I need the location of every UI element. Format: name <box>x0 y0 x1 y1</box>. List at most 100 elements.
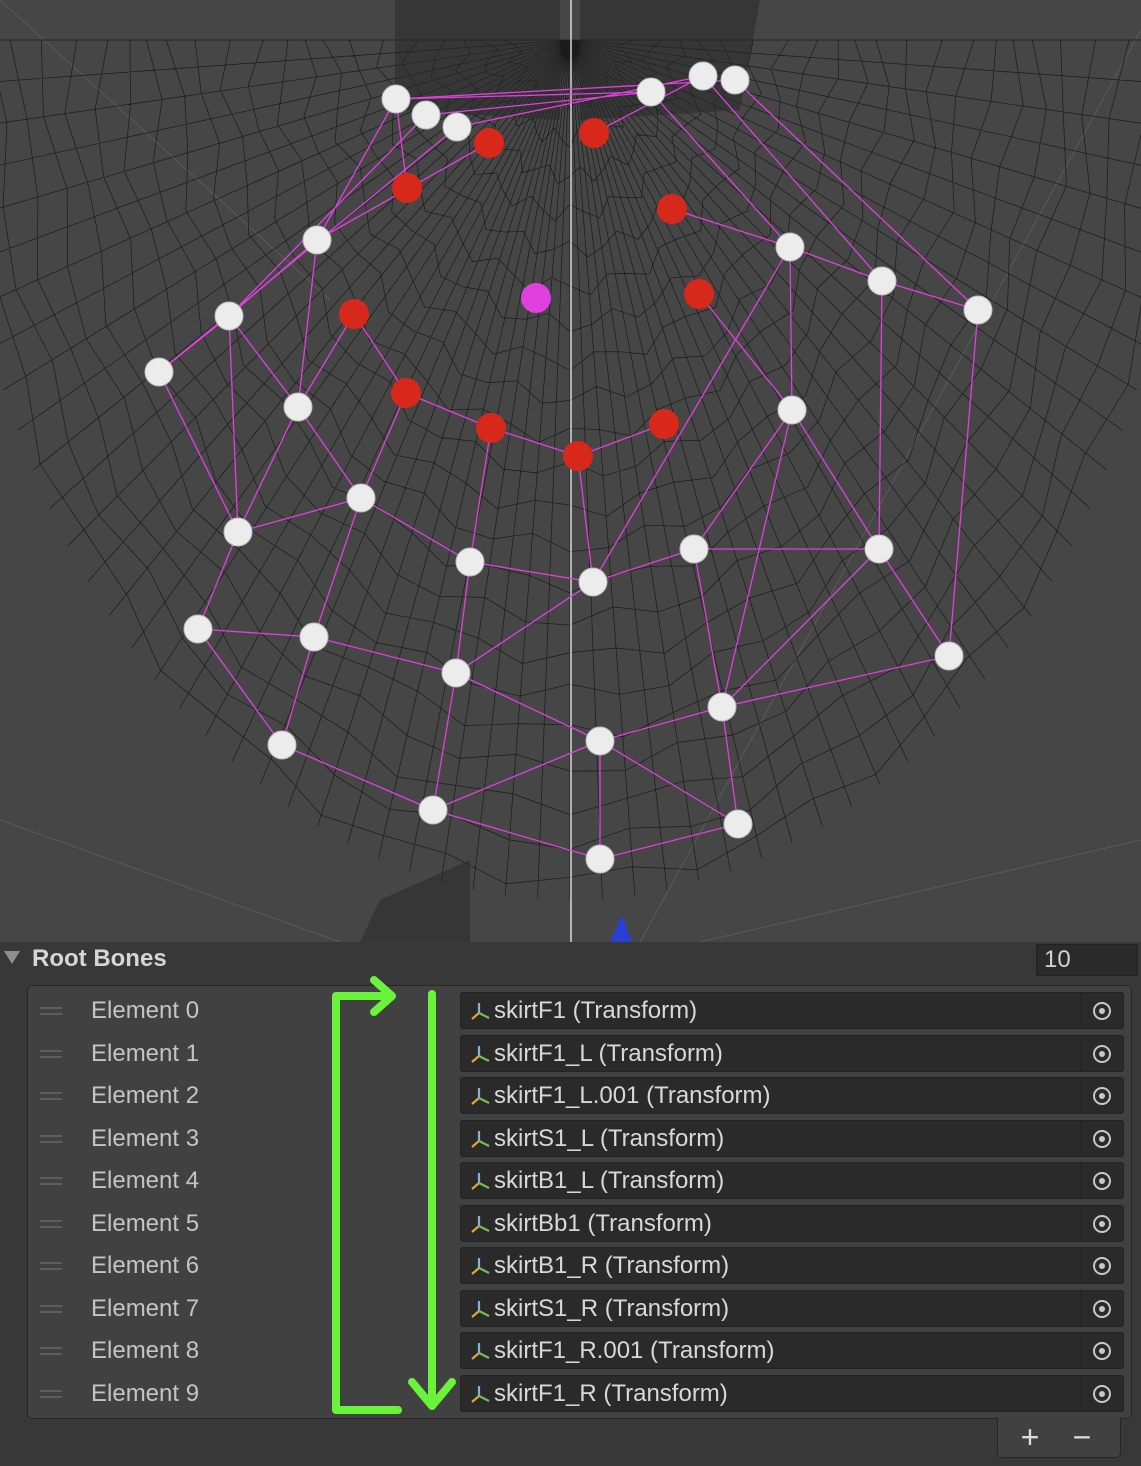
transform-object-field[interactable]: skirtB1_L (Transform) <box>460 1162 1124 1199</box>
root-bone-joint <box>684 279 714 309</box>
drag-handle-icon[interactable] <box>40 1305 62 1313</box>
constraint-line <box>313 636 457 674</box>
root-bone-joint <box>391 378 421 408</box>
constraint-line <box>395 91 652 100</box>
constraint-line <box>599 823 739 860</box>
transform-object-field[interactable]: skirtB1_R (Transform) <box>460 1247 1124 1284</box>
constraint-line <box>721 548 880 708</box>
constraint-line <box>693 409 793 550</box>
bone-joint <box>302 225 332 255</box>
foldout-arrow-icon[interactable] <box>4 951 20 964</box>
torso-mesh <box>580 0 760 120</box>
constraint-lines <box>158 75 979 860</box>
constraint-line <box>425 91 652 116</box>
element-label: Element 9 <box>91 1380 200 1407</box>
object-picker-button[interactable] <box>1080 1163 1123 1198</box>
constraint-line <box>297 239 318 408</box>
bone-joint <box>346 483 376 513</box>
list-row-element-0: Element 0 skirtF1 (Transform) <box>28 991 1133 1031</box>
transform-object-field[interactable]: skirtF1_R.001 (Transform) <box>460 1332 1124 1369</box>
constraint-line <box>237 497 362 533</box>
object-picker-icon <box>1093 1086 1111 1105</box>
constraint-line <box>878 280 883 550</box>
constraint-line <box>469 427 492 563</box>
object-picker-button[interactable] <box>1080 993 1123 1028</box>
add-element-button[interactable]: + <box>1020 1419 1040 1455</box>
transform-object-field[interactable]: skirtF1_L.001 (Transform) <box>460 1077 1124 1114</box>
root-bones-header: Root Bones 10 <box>0 942 1141 976</box>
gizmo-arrow <box>610 915 632 942</box>
object-picker-button[interactable] <box>1080 1376 1123 1411</box>
root-bones-title[interactable]: Root Bones <box>32 945 167 972</box>
constraint-line <box>702 75 883 282</box>
constraint-line <box>721 409 793 708</box>
bone-joint <box>144 357 174 387</box>
element-label: Element 0 <box>91 997 200 1024</box>
object-picker-icon <box>1093 1171 1111 1190</box>
drag-handle-icon[interactable] <box>40 1347 62 1355</box>
bone-joint <box>455 547 485 577</box>
transform-object-field[interactable]: skirtF1_L (Transform) <box>460 1035 1124 1072</box>
transform-icon <box>471 1258 490 1275</box>
list-row-element-9: Element 9 skirtF1_R (Transform) <box>28 1374 1133 1414</box>
drag-handle-icon[interactable] <box>40 1177 62 1185</box>
object-picker-button[interactable] <box>1080 1121 1123 1156</box>
drag-handle-icon[interactable] <box>40 1050 62 1058</box>
bone-joint <box>441 658 471 688</box>
transform-object-field[interactable]: skirtS1_L (Transform) <box>460 1120 1124 1157</box>
object-picker-button[interactable] <box>1080 1291 1123 1326</box>
constraint-line <box>881 280 979 311</box>
drag-handle-icon[interactable] <box>40 1135 62 1143</box>
object-picker-button[interactable] <box>1080 1333 1123 1368</box>
constraint-line <box>197 531 239 630</box>
bone-joint <box>679 534 709 564</box>
transform-object-field[interactable]: skirtBb1 (Transform) <box>460 1205 1124 1242</box>
bone-joint <box>636 77 666 107</box>
bone-joint <box>775 232 805 262</box>
leg-mesh <box>360 860 470 942</box>
constraint-line <box>405 392 492 429</box>
constraint-line <box>316 98 397 241</box>
root-bone-joint <box>474 128 504 158</box>
object-picker-button[interactable] <box>1080 1078 1123 1113</box>
bone-joint <box>442 112 472 142</box>
element-label: Element 2 <box>91 1082 200 1109</box>
drag-handle-icon[interactable] <box>40 1220 62 1228</box>
object-picker-icon <box>1093 1299 1111 1318</box>
transform-object-field[interactable]: skirtS1_R (Transform) <box>460 1290 1124 1327</box>
constraint-line <box>469 561 594 583</box>
skirt-bone-scene <box>0 0 1141 942</box>
transform-object-field[interactable]: skirtF1 (Transform) <box>460 992 1124 1029</box>
scene-viewport[interactable] <box>0 0 1141 942</box>
transform-icon <box>471 1046 490 1063</box>
list-row-element-6: Element 6 skirtB1_R (Transform) <box>28 1246 1133 1286</box>
bone-joint <box>720 65 750 95</box>
object-picker-button[interactable] <box>1080 1036 1123 1071</box>
constraint-line <box>237 406 299 533</box>
remove-element-button[interactable]: − <box>1072 1419 1092 1455</box>
center-joint <box>521 283 551 313</box>
root-bone-joint <box>563 441 593 471</box>
transform-value: skirtF1_L.001 (Transform) <box>494 1082 771 1109</box>
drag-handle-icon[interactable] <box>40 1390 62 1398</box>
object-picker-button[interactable] <box>1080 1206 1123 1241</box>
drag-handle-icon[interactable] <box>40 1262 62 1270</box>
grid-line <box>639 29 1141 942</box>
constraint-line <box>228 315 239 533</box>
root-bone-joint <box>476 413 506 443</box>
element-label: Element 6 <box>91 1252 200 1279</box>
constraint-line <box>698 293 793 411</box>
object-picker-icon <box>1093 1044 1111 1063</box>
object-picker-icon <box>1093 1214 1111 1233</box>
drag-handle-icon[interactable] <box>40 1007 62 1015</box>
object-picker-button[interactable] <box>1080 1248 1123 1283</box>
constraint-line <box>313 497 362 638</box>
transform-icon <box>471 1216 490 1233</box>
drag-handle-icon[interactable] <box>40 1092 62 1100</box>
list-size-field[interactable]: 10 <box>1036 944 1138 976</box>
root-bone-joint <box>657 194 687 224</box>
transform-object-field[interactable]: skirtF1_R (Transform) <box>460 1375 1124 1412</box>
